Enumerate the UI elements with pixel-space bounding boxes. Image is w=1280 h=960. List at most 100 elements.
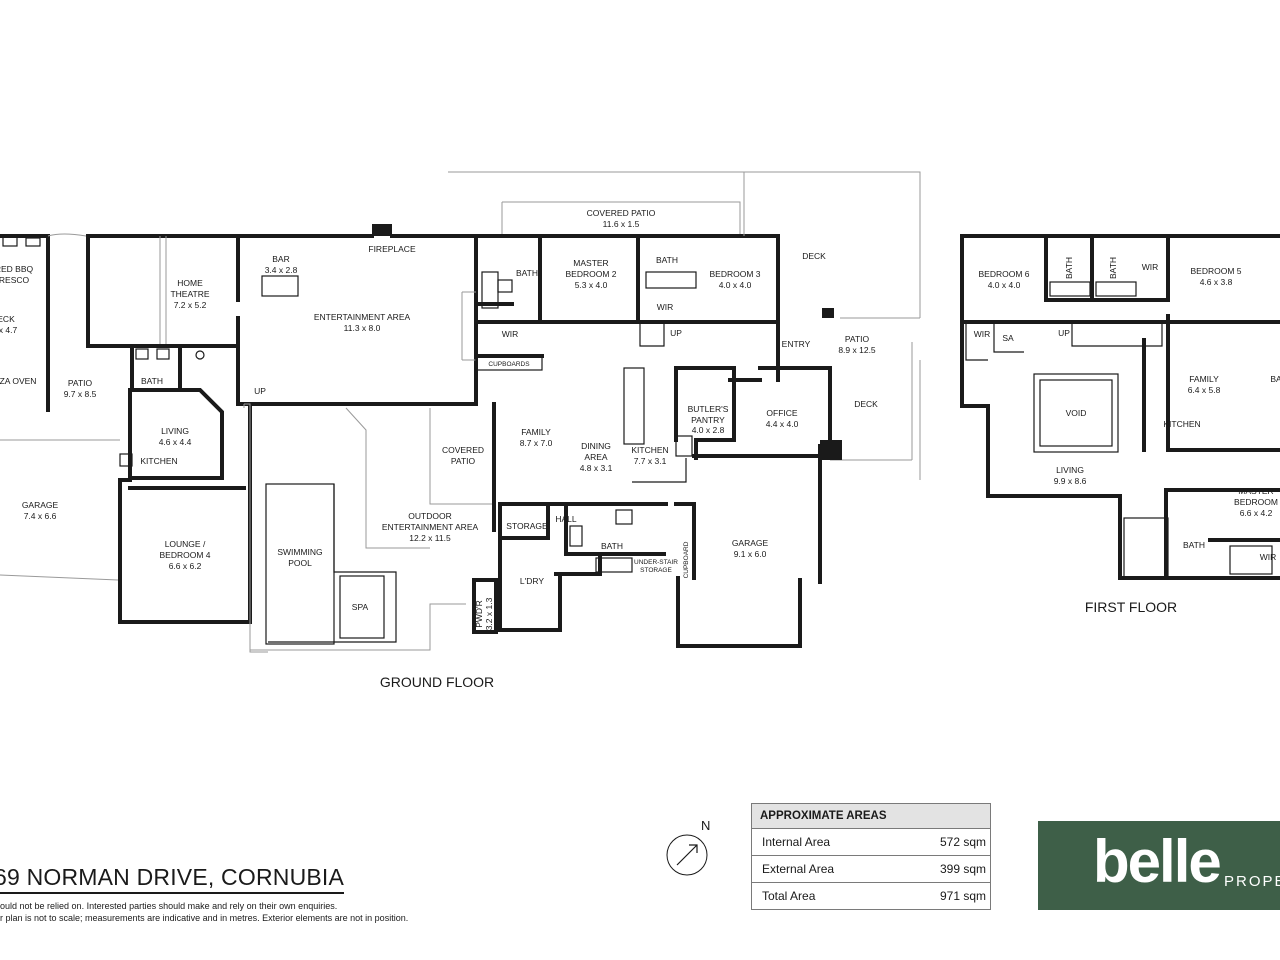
areas-row: Internal Area 572 sqm xyxy=(752,829,990,856)
pool-walls xyxy=(250,402,496,651)
patio-left-label: PATIO xyxy=(68,378,93,388)
bath-ff2-label: BATH xyxy=(1108,257,1118,279)
butlers-label-2: PANTRY xyxy=(691,415,725,425)
patio-right-label: PATIO xyxy=(845,334,870,344)
kitchen-walls xyxy=(623,366,832,483)
entertainment-label: ENTERTAINMENT AREA xyxy=(314,312,411,322)
areas-row-label: Internal Area xyxy=(762,835,831,849)
office-label: OFFICE xyxy=(766,408,797,418)
wir-ff3-label: WIR xyxy=(1260,552,1277,562)
room-labels: RED BBQ RESCO ECK x 4.7 ZA OVEN PATIO 9.… xyxy=(0,208,1280,630)
brand-logo: belle PROPE xyxy=(1038,821,1280,910)
master2-label-2: BEDROOM 2 xyxy=(565,269,616,279)
floor-plan: RED BBQ RESCO ECK x 4.7 ZA OVEN PATIO 9.… xyxy=(0,171,1280,690)
living-ff-dim: 9.9 x 8.6 xyxy=(1054,476,1087,486)
deck-top-label: DECK xyxy=(802,251,826,261)
lounge-label: LOUNGE / xyxy=(165,539,206,549)
bedroom6-dim: 4.0 x 4.0 xyxy=(988,280,1021,290)
understair-label: UNDER-STAIR xyxy=(634,559,678,566)
lounge-dim: 6.6 x 6.2 xyxy=(169,561,202,571)
entry-label: ENTRY xyxy=(782,339,811,349)
left-wing-walls xyxy=(0,233,120,581)
bbq-label-2: RESCO xyxy=(0,275,29,285)
disclaimer-line-2: r plan is not to scale; measurements are… xyxy=(0,913,409,923)
wir-ff1-label: WIR xyxy=(1142,262,1159,272)
storage-label: STORAGE xyxy=(506,521,548,531)
compass-icon xyxy=(666,834,708,876)
areas-row-value: 572 sqm xyxy=(939,835,986,849)
up-mid-label: UP xyxy=(670,328,682,338)
outdoor-ent-label: OUTDOOR xyxy=(408,511,451,521)
home-theatre-label-2: THEATRE xyxy=(170,289,209,299)
office-dim: 4.4 x 4.0 xyxy=(766,419,799,429)
garage-main-dim: 9.1 x 6.0 xyxy=(734,549,767,559)
covered-patio-top-dim: 11.6 x 1.5 xyxy=(603,219,640,229)
garage-left-dim: 7.4 x 6.6 xyxy=(24,511,57,521)
master-block-walls xyxy=(461,201,780,371)
master2-label: MASTER xyxy=(573,258,608,268)
areas-row-label: Total Area xyxy=(762,889,816,903)
pwdr-label: PWD'R xyxy=(474,600,484,628)
cupboard-label: CUPBOARD xyxy=(683,541,690,578)
deck-right-label: DECK xyxy=(854,399,878,409)
dining-label-2: AREA xyxy=(584,452,607,462)
kitchen-left-label: KITCHEN xyxy=(140,456,177,466)
dining-dim: 4.8 x 3.1 xyxy=(580,463,613,473)
deck-left-dim: x 4.7 xyxy=(0,325,17,335)
master2-dim: 5.3 x 4.0 xyxy=(575,280,608,290)
master-ff-label: MASTER xyxy=(1238,486,1273,496)
home-theatre-dim: 7.2 x 5.2 xyxy=(174,300,207,310)
pwdr-dim: 3.2 x 1.3 xyxy=(484,597,494,630)
bedroom3-label: BEDROOM 3 xyxy=(709,269,760,279)
bath-left-label: BATH xyxy=(141,376,163,386)
theatre-block-walls xyxy=(86,234,374,624)
garage-left-label: GARAGE xyxy=(22,500,59,510)
ground-floor-title: GROUND FLOOR xyxy=(380,674,494,690)
areas-row: External Area 399 sqm xyxy=(752,856,990,883)
family-ff-dim: 6.4 x 5.8 xyxy=(1188,385,1221,395)
kitchen-main-label: KITCHEN xyxy=(631,445,668,455)
ba-ff-label: BA xyxy=(1270,374,1280,384)
master-ff-dim: 6.6 x 4.2 xyxy=(1240,508,1273,518)
void-label: VOID xyxy=(1066,408,1087,418)
kitchen-main-dim: 7.7 x 3.1 xyxy=(634,456,667,466)
first-floor-walls xyxy=(960,234,1280,580)
bath-ff3-label: BATH xyxy=(1183,540,1205,550)
bath-hall-label: BATH xyxy=(601,541,623,551)
cupboards-label: CUPBOARDS xyxy=(488,361,530,368)
bath3-label: BATH xyxy=(656,255,678,265)
butlers-dim: 4.0 x 2.8 xyxy=(692,425,725,435)
areas-row-label: External Area xyxy=(762,862,835,876)
patio-right-dim: 8.9 x 12.5 xyxy=(838,345,876,355)
wir3-label: WIR xyxy=(657,302,674,312)
entertainment-dim: 11.3 x 8.0 xyxy=(344,323,381,333)
family-label: FAMILY xyxy=(521,427,551,437)
areas-row-value: 971 sqm xyxy=(939,889,986,903)
bedroom5-dim: 4.6 x 3.8 xyxy=(1200,277,1233,287)
patio-left-dim: 9.7 x 8.5 xyxy=(64,389,97,399)
covered-patio-mid-label: COVERED xyxy=(442,445,484,455)
up-ff-label: UP xyxy=(1058,328,1070,338)
laundry-label: L'DRY xyxy=(520,576,544,586)
understair-label-2: STORAGE xyxy=(640,567,672,574)
bbq-label: RED BBQ xyxy=(0,264,34,274)
covered-patio-mid-label-2: PATIO xyxy=(451,456,476,466)
outdoor-ent-label-2: ENTERTAINMENT AREA xyxy=(382,522,479,532)
living-left-dim: 4.6 x 4.4 xyxy=(159,437,192,447)
areas-row: Total Area 971 sqm xyxy=(752,883,990,909)
brand-name: belle xyxy=(1093,828,1222,895)
bath-ff1-label: BATH xyxy=(1064,257,1074,279)
dining-label: DINING xyxy=(581,441,611,451)
covered-patio-top-label: COVERED PATIO xyxy=(587,208,656,218)
living-ff-label: LIVING xyxy=(1056,465,1084,475)
bedroom6-label: BEDROOM 6 xyxy=(978,269,1029,279)
living-left-label: LIVING xyxy=(161,426,189,436)
pool-label-2: POOL xyxy=(288,558,312,568)
compass-north-label: N xyxy=(701,818,711,833)
master-ff-label-2: BEDROOM xyxy=(1234,497,1278,507)
areas-title: APPROXIMATE AREAS xyxy=(752,804,990,829)
lounge-label-2: BEDROOM 4 xyxy=(159,550,210,560)
areas-row-value: 399 sqm xyxy=(939,862,986,876)
sa-label: SA xyxy=(1002,333,1014,343)
pizza-oven-label: ZA OVEN xyxy=(0,376,36,386)
